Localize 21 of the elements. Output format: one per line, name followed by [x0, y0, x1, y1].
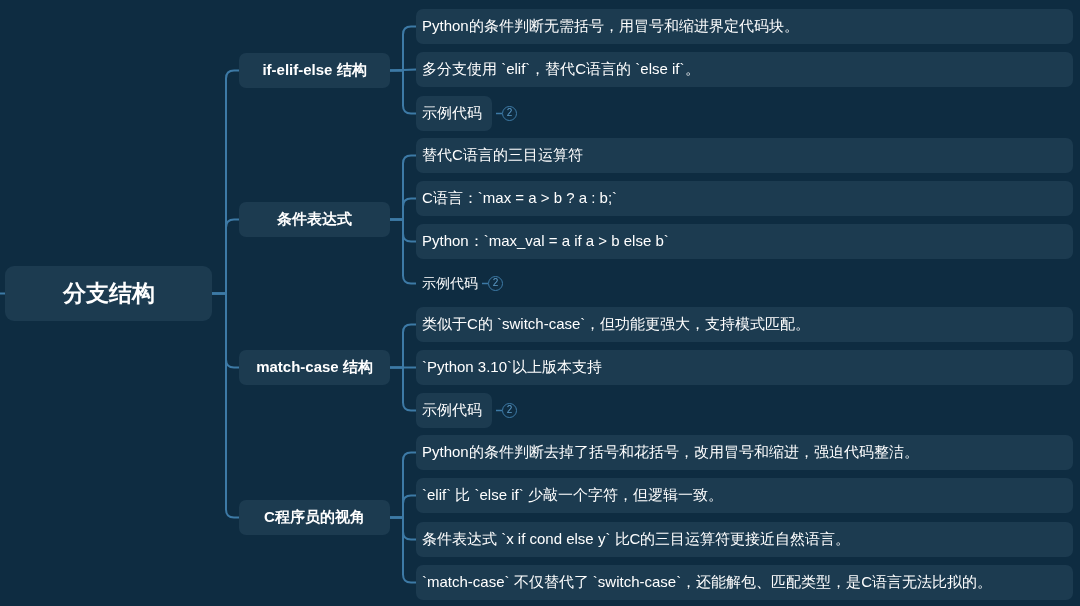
connector-line: [389, 68, 417, 72]
branch-box: if-elif-else 结构: [239, 53, 390, 88]
note-box: 替代C语言的三目运算符: [416, 138, 1073, 173]
branch-box: match-case 结构: [239, 350, 390, 385]
example-box: 示例代码: [416, 96, 492, 131]
example-label: 示例代码: [416, 273, 478, 294]
note-box: C语言：`max = a > b ? a : b;`: [416, 181, 1073, 216]
connector-line: [0, 292, 6, 295]
branch-box: C程序员的视角: [239, 500, 390, 535]
note-box: Python的条件判断去掉了括号和花括号，改用冒号和缩进，强迫代码整洁。: [416, 435, 1073, 470]
topic-box: 分支结构: [5, 266, 212, 321]
note-box: Python：`max_val = a if a > b else b`: [416, 224, 1073, 259]
note-box: `Python 3.10`以上版本支持: [416, 350, 1073, 385]
example-box: 示例代码: [416, 393, 492, 428]
note-box: 条件表达式 `x if cond else y` 比C的三目运算符更接近自然语言。: [416, 522, 1073, 557]
branch-box: 条件表达式: [239, 202, 390, 237]
note-box: 多分支使用 `elif`，替代C语言的 `else if`。: [416, 52, 1073, 87]
note-box: Python的条件判断无需括号，用冒号和缩进界定代码块。: [416, 9, 1073, 44]
note-box: `elif` 比 `else if` 少敲一个字符，但逻辑一致。: [416, 478, 1073, 513]
note-box: `match-case` 不仅替代了 `switch-case`，还能解包、匹配类型，是C语言无法比拟的。: [416, 565, 1073, 600]
note-box: 类似于C的 `switch-case`，但功能更强大，支持模式匹配。: [416, 307, 1073, 342]
